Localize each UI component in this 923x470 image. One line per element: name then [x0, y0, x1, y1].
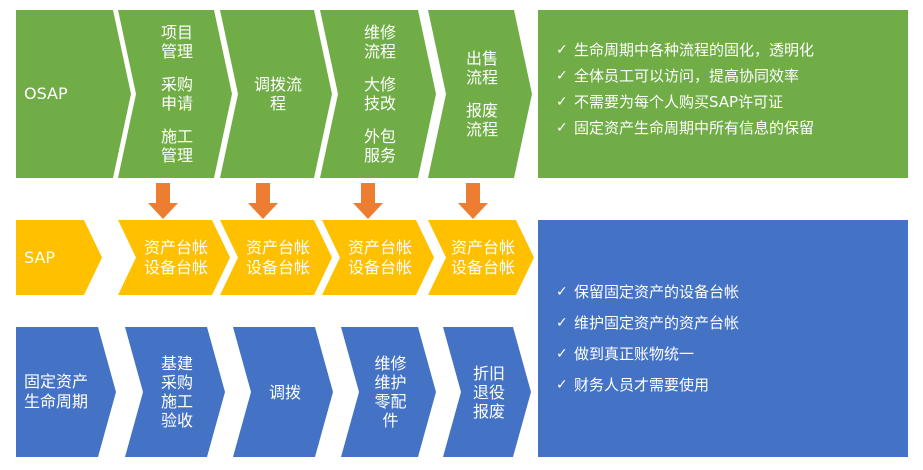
osap-step-1-item-1: 项目 管理	[160, 23, 193, 61]
equipment-ledger: 设备台帐	[450, 257, 515, 277]
lifecycle-row-label: 固定资产 生命周期	[16, 327, 116, 457]
osap-step-3-item-3: 外包 服务	[363, 127, 396, 165]
osap-step-2: 调拨流 程	[220, 10, 332, 178]
lifecycle-step-1-text: 基建 采购 施工 验收	[160, 354, 193, 430]
osap-benefit-text: 全体员工可以访问，提高协同效率	[574, 67, 800, 85]
sap-benefit-text: 财务人员才需要使用	[574, 376, 710, 394]
sap-benefit-text: 维护固定资产的资产台帐	[574, 314, 740, 332]
equipment-ledger: 设备台帐	[245, 257, 310, 277]
sap-benefit-text: 做到真正账物统一	[574, 345, 695, 363]
lifecycle-label: 固定资产 生命周期	[24, 372, 89, 411]
osap-step-3-item-1: 维修 流程	[363, 23, 396, 61]
asset-ledger: 资产台帐	[245, 237, 310, 257]
checkmark-icon: ✓	[556, 346, 568, 362]
osap-benefit-item: ✓ 不需要为每个人购买SAP许可证	[556, 92, 908, 113]
asset-ledger: 资产台帐	[347, 237, 412, 257]
sap-step-3: 资产台帐 设备台帐	[322, 220, 434, 295]
lifecycle-step-4-text: 折旧 退役 报废	[472, 363, 505, 421]
sap-step-2: 资产台帐 设备台帐	[220, 220, 332, 295]
osap-benefit-text: 生命周期中各种流程的固化，透明化	[574, 41, 815, 59]
osap-row-label: OSAP	[16, 10, 131, 178]
osap-step-4-item-2: 报废 流程	[465, 101, 498, 139]
osap-benefit-item: ✓ 生命周期中各种流程的固化，透明化	[556, 40, 908, 61]
down-arrow-icon	[353, 183, 383, 221]
checkmark-icon: ✓	[556, 284, 568, 300]
osap-benefit-text: 固定资产生命周期中所有信息的保留	[574, 119, 815, 137]
lifecycle-step-1: 基建 采购 施工 验收	[125, 327, 225, 457]
osap-benefit-text: 不需要为每个人购买SAP许可证	[574, 93, 784, 111]
osap-step-1-item-3: 施工 管理	[160, 127, 193, 165]
osap-step-2-item-1: 调拨流 程	[253, 75, 302, 113]
checkmark-icon: ✓	[556, 315, 568, 331]
sap-label: SAP	[24, 247, 56, 267]
sap-benefit-item: ✓ 财务人员才需要使用	[556, 375, 908, 396]
equipment-ledger: 设备台帐	[143, 257, 208, 277]
sap-step-4: 资产台帐 设备台帐	[428, 220, 534, 295]
osap-step-1-item-2: 采购 申请	[160, 75, 193, 113]
equipment-ledger: 设备台帐	[347, 257, 412, 277]
checkmark-icon: ✓	[556, 68, 568, 84]
down-arrow-icon	[458, 183, 488, 221]
down-arrow-icon	[148, 183, 178, 221]
sap-benefit-item: ✓ 做到真正账物统一	[556, 344, 908, 365]
osap-step-3-item-2: 大修 技改	[363, 75, 396, 113]
osap-step-1: 项目 管理 采购 申请 施工 管理	[118, 10, 232, 178]
lifecycle-step-2-text: 调拨	[268, 382, 301, 402]
sap-row-label: SAP	[16, 220, 102, 295]
sap-step-1: 资产台帐 设备台帐	[118, 220, 230, 295]
osap-label: OSAP	[24, 84, 68, 103]
osap-step-4: 出售 流程 报废 流程	[428, 10, 532, 178]
sap-benefits-panel: ✓ 保留固定资产的设备台帐 ✓ 维护固定资产的资产台帐 ✓ 做到真正账物统一 ✓ 财务人…	[538, 220, 908, 457]
osap-benefits-panel: ✓ 生命周期中各种流程的固化，透明化 ✓ 全体员工可以访问，提高协同效率 ✓ 不需要为…	[538, 10, 908, 178]
sap-benefit-item: ✓ 维护固定资产的资产台帐	[556, 313, 908, 334]
lifecycle-step-4: 折旧 退役 报废	[443, 327, 531, 457]
sap-benefit-item: ✓ 保留固定资产的设备台帐	[556, 282, 908, 303]
osap-step-4-item-1: 出售 流程	[465, 49, 498, 87]
checkmark-icon: ✓	[556, 42, 568, 58]
lifecycle-step-3: 维修 维护 零配 件	[341, 327, 436, 457]
osap-step-3: 维修 流程 大修 技改 外包 服务	[320, 10, 436, 178]
checkmark-icon: ✓	[556, 94, 568, 110]
sap-benefit-text: 保留固定资产的设备台帐	[574, 283, 740, 301]
osap-benefit-item: ✓ 全体员工可以访问，提高协同效率	[556, 66, 908, 87]
down-arrow-icon	[248, 183, 278, 221]
asset-ledger: 资产台帐	[143, 237, 208, 257]
lifecycle-step-2: 调拨	[233, 327, 333, 457]
osap-benefit-item: ✓ 固定资产生命周期中所有信息的保留	[556, 118, 908, 139]
checkmark-icon: ✓	[556, 377, 568, 393]
asset-ledger: 资产台帐	[450, 237, 515, 257]
lifecycle-step-3-text: 维修 维护 零配 件	[374, 354, 407, 430]
checkmark-icon: ✓	[556, 120, 568, 136]
